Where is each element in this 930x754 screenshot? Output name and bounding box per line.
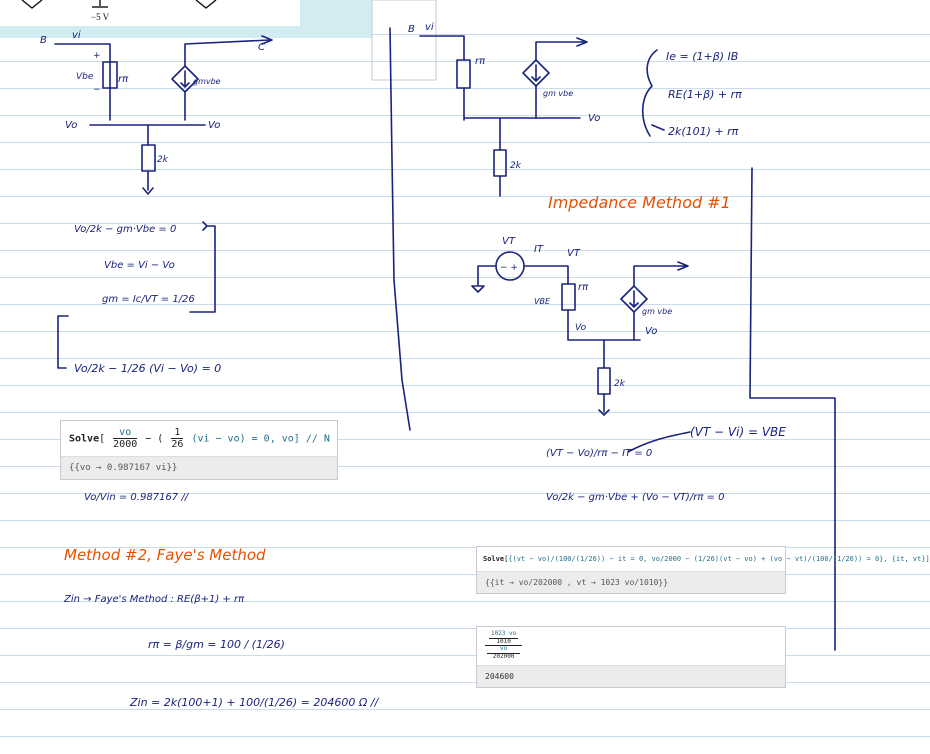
svg-text:Ie = (1+β) IB: Ie = (1+β) IB: [666, 50, 738, 63]
right-bracket: [749, 167, 836, 651]
svg-text:Vo: Vo: [65, 120, 77, 131]
svg-text:RE(1+β) + rπ: RE(1+β) + rπ: [668, 88, 742, 101]
left-equations: Vo/2k − gm·Vbe = 0 Vbe = Vi − Vo gm = Ic…: [57, 221, 221, 375]
svg-text:− +: − +: [500, 263, 518, 273]
svg-text:gm vbe: gm vbe: [543, 89, 573, 98]
method2: Method #2, Faye's Method Zin → Faye's Me…: [63, 546, 379, 709]
svg-text:VT: VT: [567, 248, 581, 259]
svg-text:Vbe: Vbe: [76, 72, 94, 82]
svg-text:vi: vi: [72, 30, 81, 41]
impedance-title: Impedance Method #1: [548, 193, 731, 212]
svg-text:gmvbe: gmvbe: [193, 77, 221, 86]
impedance-circuit: − + VT IT VT rπ VBE gm vbe Vo Vo 2k: [471, 236, 689, 416]
eq3: gm = Ic/VT = 1/26: [102, 294, 195, 305]
svg-text:rπ: rπ: [118, 74, 129, 85]
right-circuit: B vi rπ gm vbe Vo 2k: [408, 22, 600, 197]
svg-text:VBE: VBE: [534, 297, 551, 306]
zin-eq: Zin = 2k(100+1) + 100/(1/26) = 204600 Ω …: [129, 696, 379, 709]
method2-title: Method #2, Faye's Method: [64, 546, 266, 564]
embedded-frame: [371, 0, 437, 81]
ratio-result: Vo/Vin = 0.987167 //: [84, 492, 190, 503]
eq1: Vo/2k − gm·Vbe = 0: [74, 224, 176, 235]
svg-text:2k: 2k: [614, 379, 626, 389]
svg-text:Vo: Vo: [588, 113, 600, 124]
ground-symbol-1: [21, 0, 43, 9]
svg-text:rπ: rπ: [578, 282, 589, 293]
svg-text:Vo: Vo: [208, 120, 220, 131]
ground-symbol-2: [195, 0, 217, 9]
method2-line1: Zin → Faye's Method : RE(β+1) + rπ: [63, 594, 245, 605]
mm2-input[interactable]: Solve[{(vt − vo)/(100/(1/26)) − it = 0, …: [477, 547, 930, 572]
rpi-eq: rπ = β/gm = 100 / (1/26): [148, 638, 285, 651]
mm3-output: 204600: [477, 666, 785, 687]
mm1-output: {{vo → 0.987167 vi}}: [61, 457, 337, 479]
svg-text:C: C: [258, 42, 265, 53]
svg-text:VT: VT: [502, 236, 516, 247]
svg-text:2k: 2k: [157, 155, 169, 165]
eq2: Vbe = Vi − Vo: [104, 260, 175, 271]
svg-text:IT: IT: [534, 244, 544, 255]
eq4: Vo/2k − 1/26 (Vi − Vo) = 0: [74, 362, 221, 375]
svg-text:rπ: rπ: [475, 56, 486, 67]
right-top-equations: Ie = (1+β) IB RE(1+β) + rπ 2k(101) + rπ: [641, 49, 742, 138]
svg-text:+: +: [93, 51, 101, 61]
vbe-note: (VT − Vi) = VBE: [690, 425, 786, 439]
svg-text:2k(101) + rπ: 2k(101) + rπ: [668, 125, 739, 138]
vertical-divider: [389, 27, 411, 431]
svg-text:Vo: Vo: [645, 326, 657, 337]
svg-text:Vo: Vo: [575, 323, 587, 333]
mathematica-cell-2: Solve[{(vt − vo)/(100/(1/26)) − it = 0, …: [476, 546, 930, 594]
svg-text:B: B: [40, 35, 47, 46]
voltage-label: −5 V: [91, 12, 110, 22]
eq-b: Vo/2k − gm·Vbe + (Vo − VT)/rπ = 0: [546, 492, 724, 503]
svg-text:2k: 2k: [510, 161, 522, 171]
svg-text:B: B: [408, 24, 415, 35]
left-circuit: B vi rπ Vbe + − C gmvbe Vo Vo 2k: [40, 30, 273, 195]
mm2-output: {{it → vo/202000 , vt → 1023 vo/1010}}: [477, 572, 785, 593]
eq-a: (VT − Vo)/rπ − IT = 0: [546, 448, 652, 459]
impedance-equations: (VT − Vo)/rπ − IT = 0 (VT − Vi) = VBE Vo…: [546, 425, 786, 503]
top-image-inner: [0, 0, 300, 26]
svg-text:vi: vi: [425, 22, 434, 33]
svg-text:gm vbe: gm vbe: [642, 307, 672, 316]
svg-text:−: −: [93, 85, 101, 95]
